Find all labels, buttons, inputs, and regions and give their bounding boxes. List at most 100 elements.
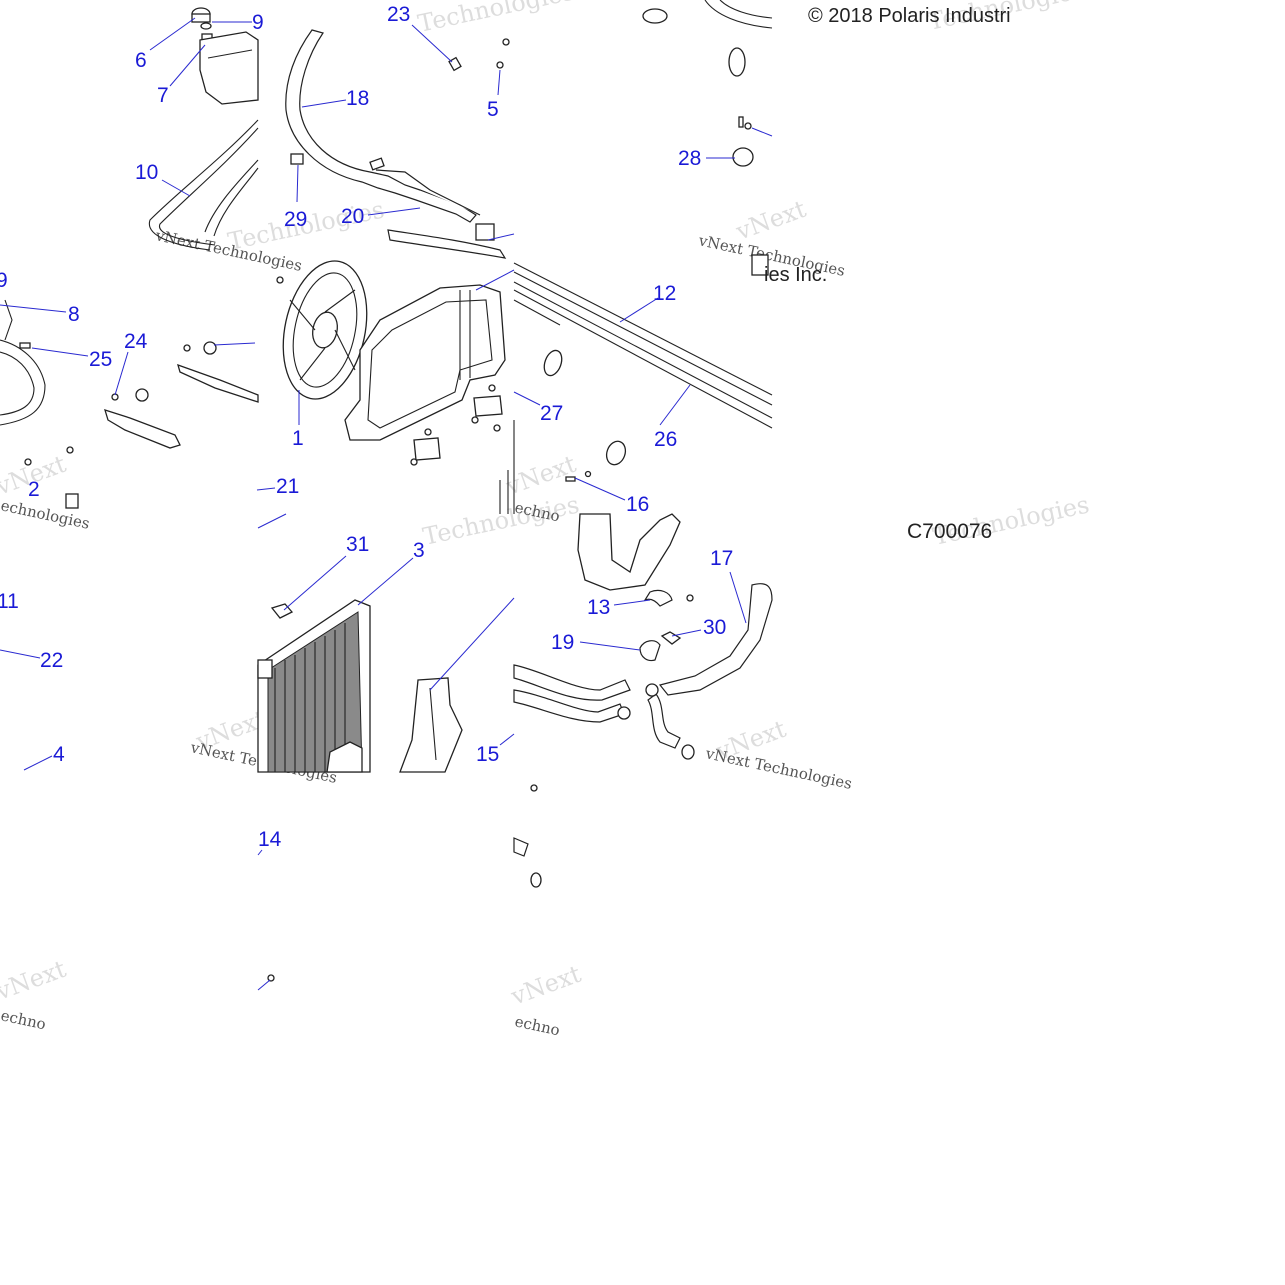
callout-9b: 9 bbox=[0, 269, 8, 292]
callout-22: 22 bbox=[40, 649, 63, 672]
tile-upper-hoses bbox=[285, 29, 510, 259]
callout-28: 28 bbox=[678, 147, 701, 170]
fan-blade-ring bbox=[292, 272, 358, 388]
hose-end bbox=[513, 837, 529, 857]
hose-13 bbox=[643, 589, 673, 607]
fastener bbox=[424, 428, 432, 436]
reservoir-edge bbox=[4, 299, 13, 341]
overflow-tube-edge bbox=[158, 127, 259, 246]
callout-29: 29 bbox=[284, 208, 307, 231]
radiator-bracket bbox=[326, 741, 363, 773]
callout-4: 4 bbox=[53, 743, 65, 766]
hose-loop-inner bbox=[0, 351, 35, 416]
radiator-tank bbox=[257, 659, 273, 679]
shroud-bracket bbox=[473, 395, 503, 417]
tile-fan-shroud bbox=[276, 260, 509, 514]
bracket bbox=[751, 254, 769, 276]
tile-radiator bbox=[257, 599, 463, 773]
watermark-corner: echno bbox=[513, 1012, 561, 1039]
screw bbox=[738, 116, 744, 128]
cap-seal bbox=[200, 22, 212, 30]
callout-labels: 6 9 7 10 23 18 5 29 20 28 9 8 25 24 1 12… bbox=[0, 3, 733, 851]
screw-25 bbox=[19, 342, 31, 349]
fastener bbox=[410, 458, 418, 466]
grommet bbox=[135, 388, 149, 402]
hose-19 bbox=[639, 640, 661, 662]
fastener bbox=[66, 446, 74, 454]
fastener bbox=[488, 384, 496, 392]
callout-1: 1 bbox=[292, 427, 304, 450]
radiator-edge bbox=[499, 470, 509, 514]
upper-coolant-hose bbox=[285, 29, 477, 223]
shroud-rib bbox=[459, 290, 471, 380]
tube-edge bbox=[704, 0, 773, 29]
grommet bbox=[203, 341, 217, 355]
panel-edge bbox=[429, 687, 437, 761]
callout-24: 24 bbox=[124, 330, 148, 353]
air-duct bbox=[577, 513, 681, 591]
tube-clamp bbox=[605, 440, 627, 466]
tile-lower-hoses bbox=[513, 513, 773, 760]
callout-5: 5 bbox=[487, 98, 499, 121]
hose-fitting bbox=[369, 157, 385, 171]
watermark-text: vNext bbox=[507, 960, 585, 1011]
hose-20 bbox=[375, 169, 481, 216]
fastener bbox=[493, 424, 501, 432]
fastener bbox=[276, 276, 284, 284]
lower-hose-17 bbox=[658, 583, 773, 696]
overflow-tube-2-edge bbox=[213, 167, 259, 237]
callout-16: 16 bbox=[626, 493, 649, 516]
washer bbox=[584, 470, 592, 478]
shroud-inner bbox=[367, 299, 493, 429]
tube-end bbox=[513, 299, 561, 326]
callout-2: 2 bbox=[28, 478, 40, 501]
coolant-tube-12-edge bbox=[513, 271, 773, 406]
hose-clamp bbox=[475, 223, 495, 241]
watermark-corner: echno bbox=[0, 1006, 48, 1033]
hose-loop bbox=[0, 339, 46, 426]
coolant-tube-lower bbox=[513, 664, 631, 701]
bleeder-screw bbox=[448, 56, 462, 72]
tube-edge bbox=[719, 0, 773, 19]
callout-21: 21 bbox=[276, 475, 299, 498]
hose-clamp bbox=[617, 706, 631, 720]
callout-12: 12 bbox=[653, 282, 676, 305]
fan-shroud bbox=[344, 284, 506, 441]
hose-clamp-28b bbox=[728, 47, 746, 77]
callout-13: 13 bbox=[587, 596, 610, 619]
hose-clamp bbox=[645, 683, 659, 697]
callout-20: 20 bbox=[341, 205, 364, 228]
fastener-block bbox=[65, 493, 79, 509]
callout-11: 11 bbox=[0, 590, 19, 613]
callout-25: 25 bbox=[89, 348, 112, 371]
fan-blades bbox=[289, 289, 356, 381]
tile-fragments bbox=[267, 784, 542, 982]
drawing-code: C700076 bbox=[907, 520, 992, 543]
mount-bracket-upper bbox=[177, 363, 259, 403]
tile-mounts bbox=[0, 299, 259, 509]
callout-9: 9 bbox=[252, 11, 264, 34]
fastener bbox=[183, 344, 191, 352]
coolant-tube-26-edge bbox=[513, 289, 773, 429]
fitting-30 bbox=[660, 631, 682, 645]
callout-31: 31 bbox=[346, 533, 369, 556]
callout-8: 8 bbox=[68, 303, 80, 326]
callout-10: 10 bbox=[135, 161, 158, 184]
overflow-tube-2 bbox=[204, 159, 259, 233]
coolant-tube-26 bbox=[513, 281, 773, 419]
watermark-text: vNext bbox=[732, 195, 810, 246]
hose-clamp bbox=[530, 872, 542, 888]
coolant-reservoir bbox=[199, 31, 259, 105]
callout-6: 6 bbox=[135, 49, 147, 72]
tile-lower-left bbox=[0, 649, 41, 659]
copyright-notice: © 2018 Polaris Industri bbox=[808, 5, 1011, 27]
shroud-panel-15 bbox=[399, 677, 463, 773]
callout-7: 7 bbox=[157, 84, 169, 107]
hose-elbow bbox=[647, 693, 681, 749]
tile-reservoir bbox=[148, 7, 259, 251]
reservoir-cap-body bbox=[191, 13, 211, 23]
callout-27: 27 bbox=[540, 402, 563, 425]
clip-29 bbox=[290, 153, 304, 165]
watermark-corner: vNext Technologies bbox=[703, 744, 853, 793]
callout-15: 15 bbox=[476, 743, 499, 766]
